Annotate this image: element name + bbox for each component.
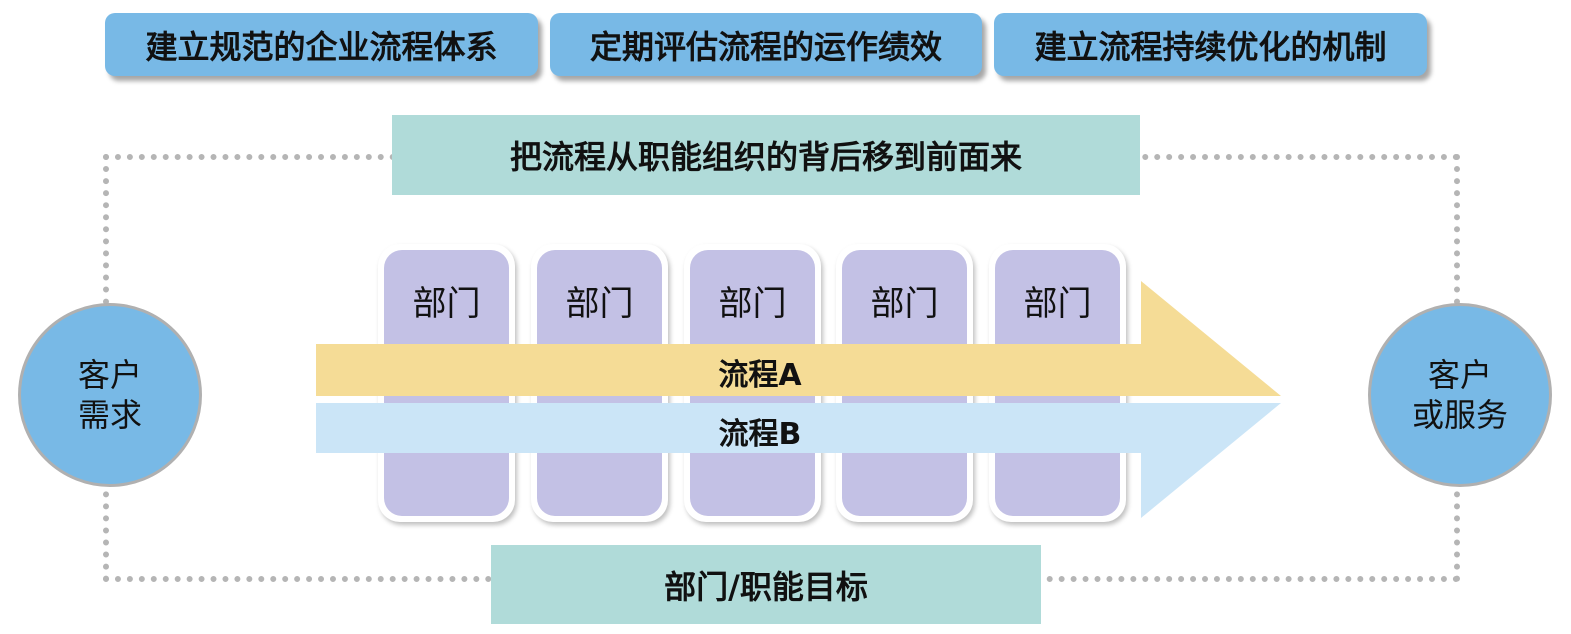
customer-service-line2: 或服务	[1411, 396, 1508, 434]
department-label: 部门	[1023, 284, 1092, 324]
customer-demand-line1: 客户	[77, 356, 142, 394]
top-banner-text: 把流程从职能组织的背后移到前面来	[509, 138, 1022, 176]
flow-a-arrow	[316, 281, 1281, 396]
principle-button-evaluate[interactable]: 定期评估流程的运作绩效	[550, 13, 982, 76]
department-label: 部门	[565, 284, 634, 324]
principle-button-optimize[interactable]: 建立流程持续优化的机制	[994, 13, 1427, 76]
customer-demand-line2: 需求	[77, 396, 142, 434]
department-label: 部门	[870, 284, 939, 324]
flow-b-arrow	[316, 403, 1281, 518]
department-label: 部门	[718, 284, 787, 324]
bottom-banner: 部门/职能目标	[491, 545, 1041, 624]
flow-a-label: 流程A	[718, 358, 802, 393]
customer-demand-circle: 客户 需求	[18, 303, 202, 487]
bottom-banner-text: 部门/职能目标	[664, 567, 868, 606]
top-banner: 把流程从职能组织的背后移到前面来	[392, 115, 1140, 195]
principle-button-standardize[interactable]: 建立规范的企业流程体系	[105, 13, 538, 76]
customer-service-line1: 客户	[1427, 356, 1492, 394]
flow-b-label: 流程B	[718, 417, 802, 452]
department-label: 部门	[412, 284, 481, 324]
customer-service-circle: 客户 或服务	[1368, 303, 1552, 487]
